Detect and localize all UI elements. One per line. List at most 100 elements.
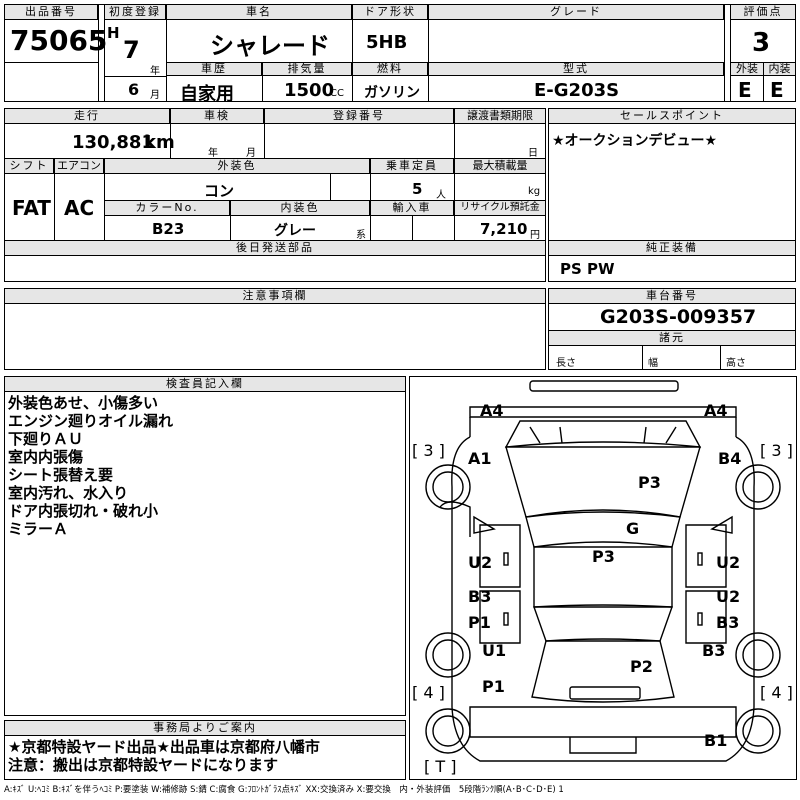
damage-mark: [ 4 ]	[760, 683, 793, 702]
damage-mark: A1	[468, 449, 492, 468]
damage-mark: B4	[718, 449, 742, 468]
damage-mark: P1	[482, 677, 505, 696]
lot-number: 75065	[10, 24, 108, 57]
damage-mark: A4	[704, 401, 728, 420]
office-notice: ★京都特設ヤード出品★出品車は京都府八幡市 注意：搬出は京都特設ヤードになります	[8, 738, 320, 774]
ac-header: エアコン	[54, 158, 104, 174]
displacement: 1500	[284, 80, 335, 101]
model: E-G203S	[534, 80, 620, 101]
mileage-header: 走行	[4, 108, 170, 124]
interior-header: 内装	[763, 62, 796, 76]
interior-grade: E	[770, 78, 784, 102]
load-header: 最大積載量	[454, 158, 546, 174]
car-outline	[425, 380, 781, 762]
inspector-header: 検査員記入欄	[4, 376, 406, 392]
damage-mark: [ 4 ]	[412, 683, 445, 702]
chassis-header: 車台番号	[548, 288, 796, 304]
damage-mark: U2	[716, 553, 741, 572]
damage-mark: A4	[480, 401, 504, 420]
int-color-header: 内装色	[230, 200, 370, 216]
specs-header: 諸元	[548, 330, 796, 346]
inspection-year-unit: 年	[208, 148, 218, 159]
remark-line: 下廻りＡＵ	[8, 430, 84, 448]
chassis-number: G203S-009357	[600, 306, 757, 328]
office-line: ★京都特設ヤード出品★出品車は京都府八幡市	[8, 738, 320, 756]
damage-mark: U2	[716, 587, 741, 606]
history: 自家用	[180, 84, 234, 105]
remark-line: ミラーＡ	[8, 520, 69, 538]
recycle-fee: 7,210	[480, 220, 528, 238]
capacity-unit: 人	[436, 190, 446, 201]
reg-no-header: 登録番号	[264, 108, 454, 124]
legend: A:ｷｽﾞ U:ﾍｺﾐ B:ｷｽﾞを伴うﾍｺﾐ P:要塗装 W:補修跡 S:錆 …	[4, 785, 564, 795]
year-unit: 年	[150, 66, 160, 77]
shift-header: シフト	[4, 158, 54, 174]
import-header: 輸入車	[370, 200, 454, 216]
equipment-header: 純正装備	[548, 240, 796, 256]
damage-mark: P3	[638, 473, 661, 492]
recycle-unit: 円	[530, 230, 540, 241]
score-header: 評価点	[730, 4, 796, 20]
capacity: 5	[412, 180, 423, 198]
sales-header: セールスポイント	[548, 108, 796, 124]
load-unit: kg	[528, 186, 541, 197]
remark-line: シート張替え要	[8, 466, 114, 484]
remark-line: エンジン廻りオイル漏れ	[8, 412, 174, 430]
first-reg-month: 6	[128, 80, 140, 99]
damage-mark: P3	[592, 547, 615, 566]
mileage: 130,881	[72, 132, 154, 153]
color-no-header: カラーNo.	[104, 200, 230, 216]
exterior-header: 外装	[730, 62, 764, 76]
transfer-header: 譲渡書類期限	[454, 108, 546, 124]
damage-mark: B3	[716, 613, 740, 632]
equipment: PS PW	[560, 260, 615, 278]
model-header: 型式	[428, 62, 724, 76]
remark-line: 外装色あせ、小傷多い	[8, 394, 159, 412]
mileage-unit: km	[144, 132, 175, 153]
damage-mark: B3	[468, 587, 492, 606]
first-reg-header: 初度登録	[104, 4, 166, 20]
office-line: 注意：搬出は京都特設ヤードになります	[8, 756, 279, 774]
interior-color: グレー	[274, 223, 316, 239]
office-header: 事務局よりご案内	[4, 720, 406, 736]
lot-number-header: 出品番号	[4, 4, 98, 20]
color-number: B23	[152, 220, 185, 238]
history-header: 車歴	[166, 62, 262, 76]
recycle-header: リサイクル預託金	[454, 200, 546, 216]
grade-header: グレード	[428, 4, 724, 20]
door-type: 5HB	[366, 32, 408, 53]
width-label: 幅	[648, 358, 658, 369]
exterior-color: コン	[204, 182, 235, 200]
remark-line: ドア内張切れ・破れ小	[8, 502, 159, 520]
air-conditioner: AC	[64, 196, 95, 220]
damage-mark: [ T ]	[424, 757, 457, 776]
length-label: 長さ	[556, 358, 576, 369]
color-header: 外装色	[104, 158, 370, 174]
damage-mark: B3	[702, 641, 726, 660]
era: H	[107, 24, 120, 42]
car-damage-diagram: A4 A4 [ 3 ] [ 3 ] A1 B4 P3 G U2 P3 U2 B3…	[409, 376, 797, 780]
fuel-header: 燃料	[352, 62, 428, 76]
car-name: シャレード	[210, 32, 330, 60]
damage-mark: U1	[482, 641, 507, 660]
damage-mark: P2	[630, 657, 653, 676]
inspection-header: 車検	[170, 108, 264, 124]
remark-line: 室内内張傷	[8, 448, 84, 466]
damage-mark: P1	[468, 613, 491, 632]
shift: FAT	[12, 196, 51, 220]
month-unit: 月	[150, 90, 160, 101]
damage-mark: [ 3 ]	[412, 441, 445, 460]
score: 3	[752, 28, 771, 58]
damage-mark: U2	[468, 553, 493, 572]
capacity-header: 乗車定員	[370, 158, 454, 174]
first-reg-year: 7	[123, 36, 140, 64]
height-label: 高さ	[726, 358, 746, 369]
caution-header: 注意事項欄	[4, 288, 546, 304]
inspector-remarks: 外装色あせ、小傷多い エンジン廻りオイル漏れ 下廻りＡＵ 室内内張傷 シート張替…	[8, 394, 173, 538]
later-parts-header: 後日発送部品	[4, 240, 546, 256]
displacement-header: 排気量	[262, 62, 352, 76]
fuel: ガソリン	[364, 85, 420, 101]
int-color-unit: 系	[356, 230, 366, 241]
sales-point: ★オークションデビュー★	[552, 133, 718, 149]
exterior-grade: E	[738, 78, 752, 102]
